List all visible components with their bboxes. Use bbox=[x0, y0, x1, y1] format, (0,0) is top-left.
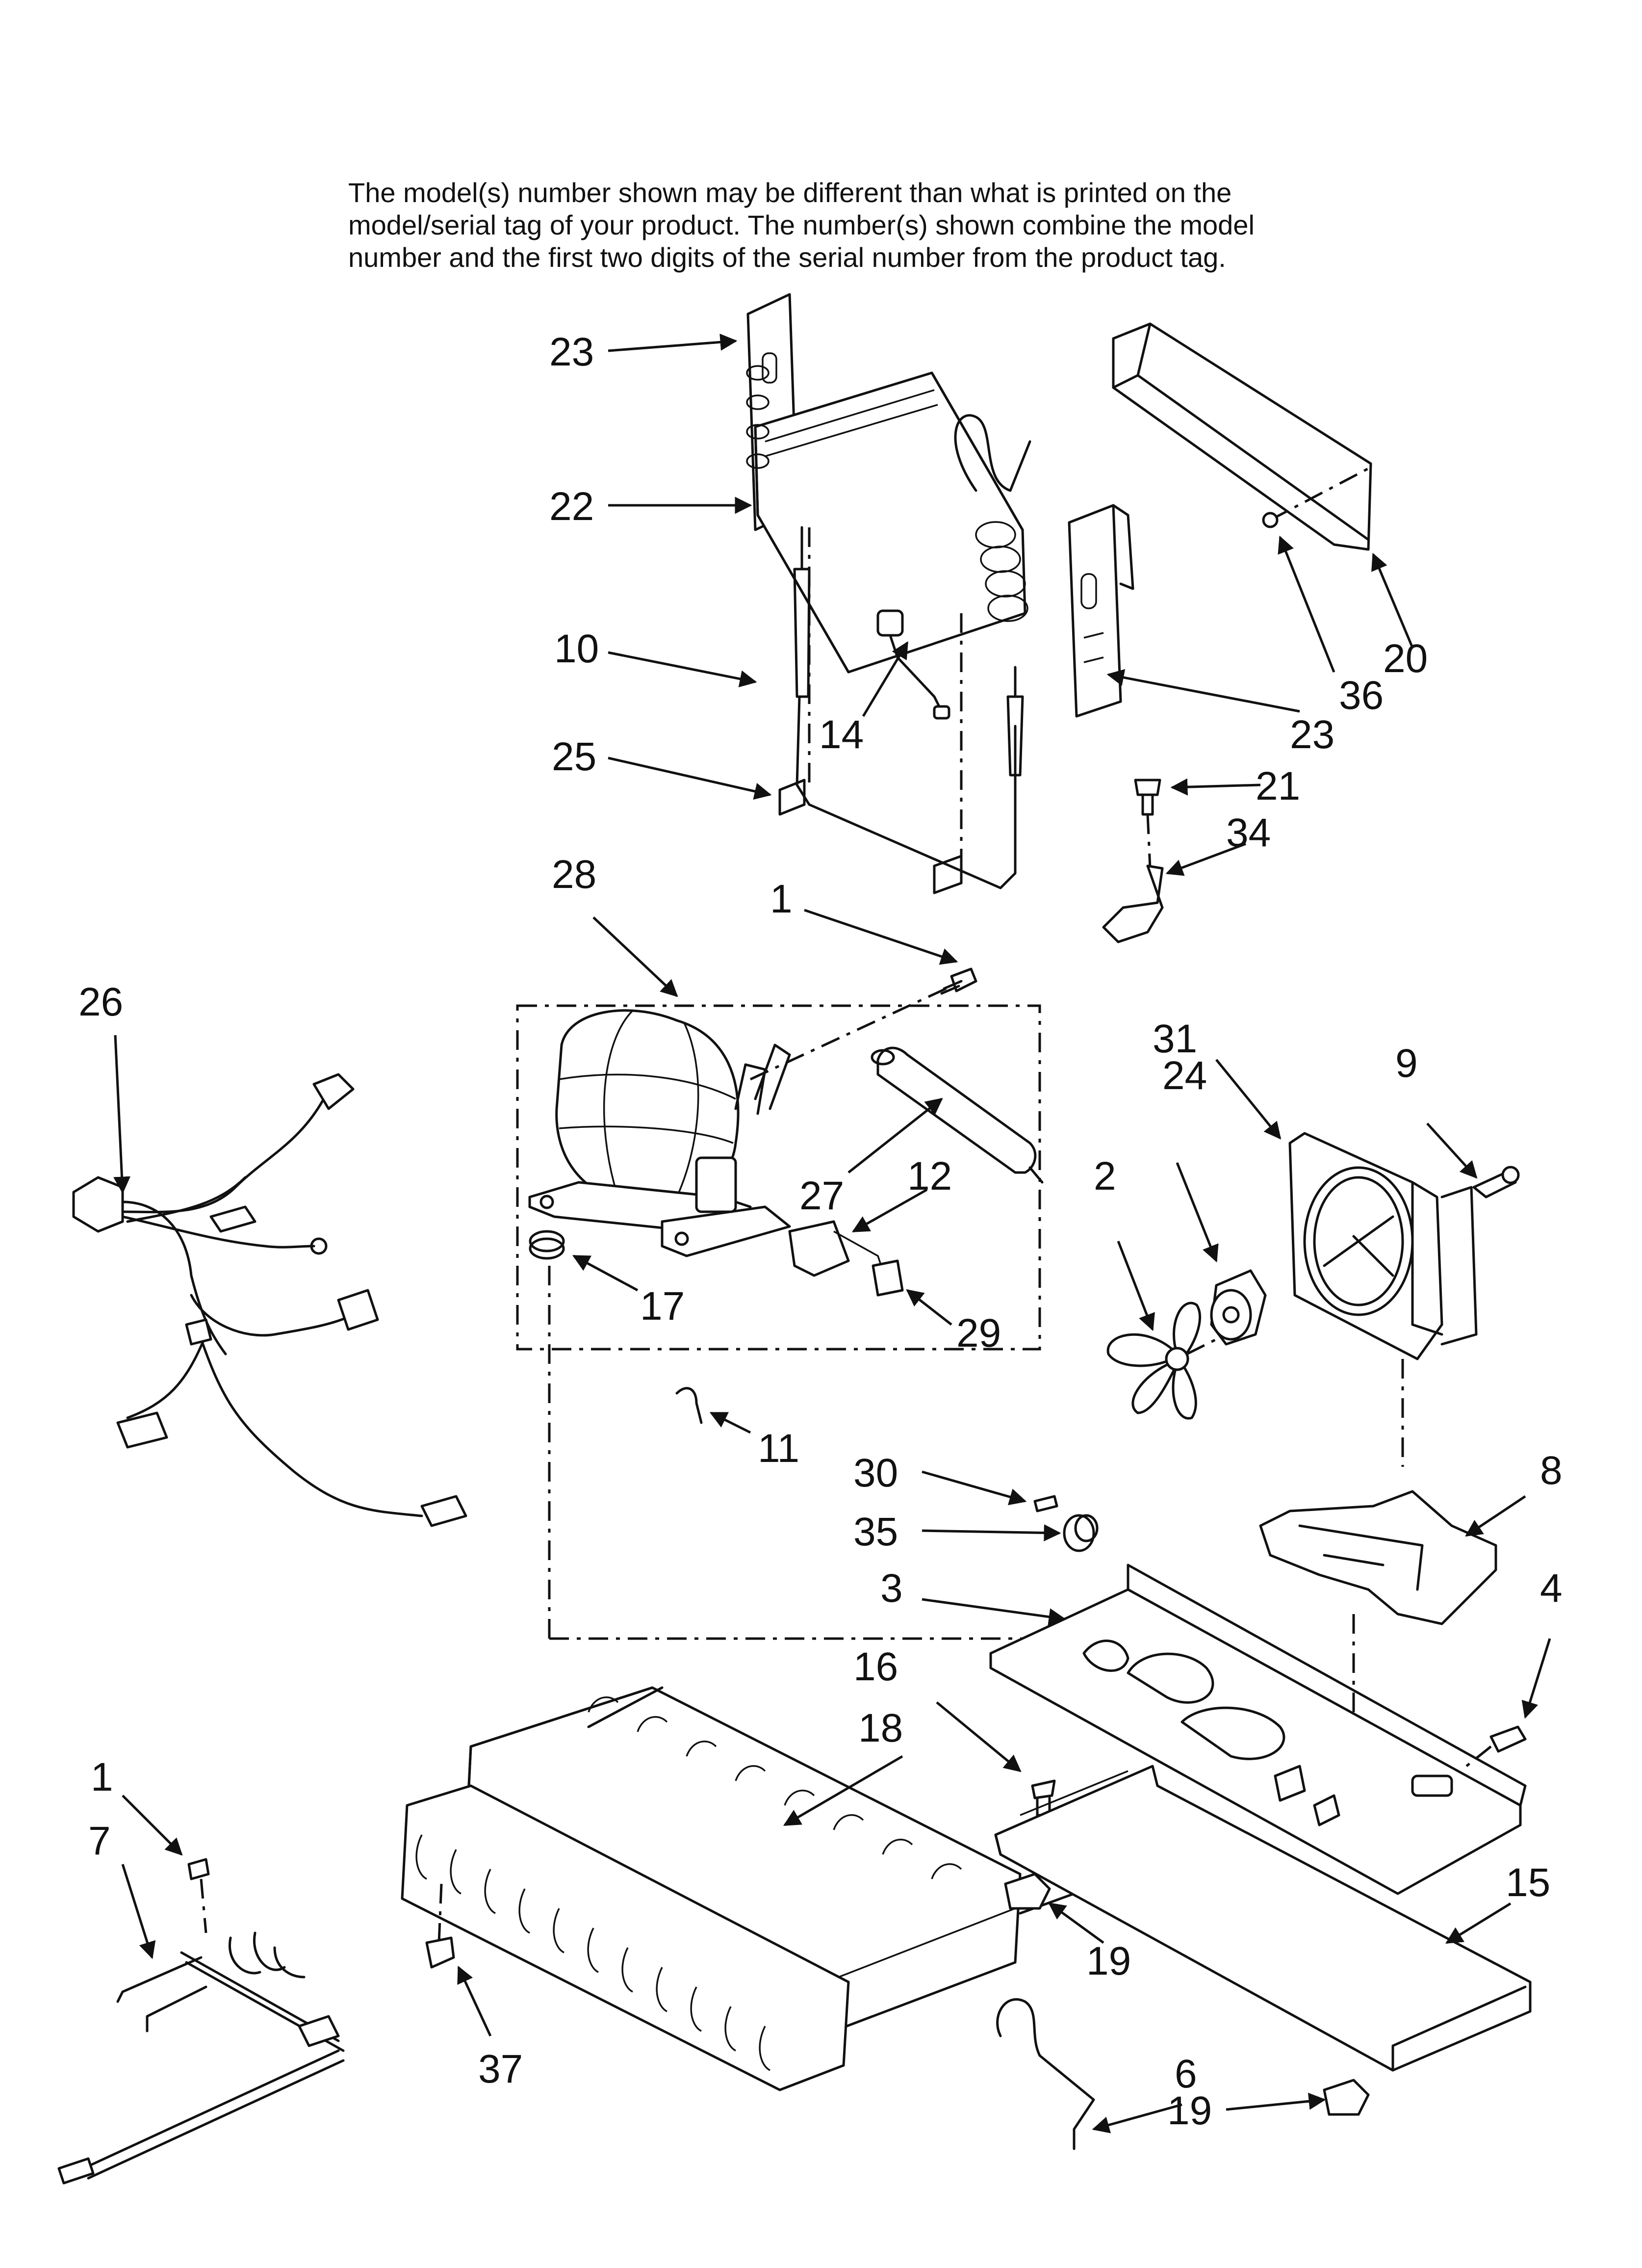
callout-8: 8 bbox=[1540, 1448, 1563, 1493]
foot-right bbox=[1323, 2079, 1370, 2116]
callout-19-lower: 19 bbox=[1167, 2088, 1212, 2133]
base-screw-right bbox=[1465, 1725, 1527, 1767]
compressor-screw bbox=[940, 967, 977, 995]
drain-tube bbox=[996, 1998, 1095, 2150]
callout-36: 36 bbox=[1339, 673, 1384, 718]
drain-plug bbox=[1033, 1495, 1058, 1512]
fan-motor bbox=[1210, 1269, 1267, 1346]
fan-shroud bbox=[1288, 1132, 1478, 1467]
callout-20: 20 bbox=[1383, 636, 1428, 681]
note-line-3: number and the first two digits of the s… bbox=[348, 242, 1226, 273]
evaporator-cover bbox=[1112, 322, 1372, 551]
callout-35: 35 bbox=[853, 1510, 898, 1554]
drain-tube-grommet bbox=[1063, 1514, 1099, 1552]
compressor bbox=[528, 985, 952, 1257]
callout-14: 14 bbox=[819, 712, 864, 757]
callout-10: 10 bbox=[554, 626, 599, 671]
callout-11: 11 bbox=[758, 1426, 799, 1471]
callout-34: 34 bbox=[1226, 810, 1271, 855]
callout-1: 1 bbox=[770, 877, 793, 921]
callout-9: 9 bbox=[1395, 1041, 1418, 1086]
fan-mounting-bracket bbox=[1259, 1490, 1497, 1835]
defrost-heater bbox=[778, 526, 1024, 894]
callout-24: 24 bbox=[1162, 1053, 1207, 1098]
evaporator-bracket-right bbox=[1068, 504, 1134, 718]
compressor-grommet bbox=[529, 1230, 1089, 1640]
shoulder-screw bbox=[1472, 1166, 1520, 1199]
compressor-group-outline bbox=[516, 1004, 1041, 1351]
callout-26: 26 bbox=[78, 980, 123, 1024]
callout-21: 21 bbox=[1256, 764, 1300, 808]
callout-1-lower: 1 bbox=[91, 1755, 113, 1799]
filter-dryer bbox=[871, 1046, 1044, 1184]
callout-labels: 23 22 10 25 14 23 36 20 21 34 28 1 26 27… bbox=[78, 330, 1563, 2133]
drain-pan bbox=[994, 1765, 1532, 2072]
evaporator-assembly bbox=[746, 293, 1031, 674]
callout-2: 2 bbox=[1094, 1154, 1116, 1199]
callout-30: 30 bbox=[853, 1451, 898, 1495]
foot-left bbox=[1004, 1873, 1051, 1910]
power-cord bbox=[57, 1858, 345, 2185]
callout-12: 12 bbox=[907, 1154, 952, 1199]
callout-28: 28 bbox=[552, 852, 596, 897]
callout-37: 37 bbox=[478, 2047, 523, 2091]
callout-23-right: 23 bbox=[1290, 712, 1334, 757]
screw-and-clip bbox=[1102, 779, 1164, 943]
start-relay bbox=[788, 1220, 904, 1297]
callout-18: 18 bbox=[858, 1706, 903, 1750]
callout-25: 25 bbox=[552, 734, 596, 779]
condenser-clip bbox=[425, 1883, 455, 1969]
callout-7: 7 bbox=[88, 1819, 111, 1863]
callout-4: 4 bbox=[1540, 1566, 1563, 1611]
callout-31: 31 bbox=[1153, 1017, 1197, 1061]
callout-15: 15 bbox=[1506, 1860, 1550, 1905]
callout-17: 17 bbox=[640, 1284, 685, 1329]
callout-29: 29 bbox=[956, 1311, 1001, 1356]
condenser-coil bbox=[401, 1686, 1076, 2091]
callout-leaders bbox=[113, 333, 1551, 2134]
wire-clip bbox=[675, 1387, 703, 1424]
fan-blade bbox=[1106, 1302, 1227, 1420]
machine-compartment-base bbox=[989, 1564, 1527, 1895]
callout-19: 19 bbox=[1086, 1939, 1131, 1983]
wire-harness bbox=[72, 1073, 467, 1527]
model-number-note: The model(s) number shown may be differe… bbox=[348, 177, 1329, 274]
base-screw-left bbox=[1031, 1779, 1056, 1817]
callout-22: 22 bbox=[549, 484, 594, 529]
note-line-1: The model(s) number shown may be differe… bbox=[348, 177, 1232, 208]
callout-16: 16 bbox=[853, 1644, 898, 1689]
callout-3: 3 bbox=[880, 1566, 903, 1611]
callout-6: 6 bbox=[1175, 2052, 1197, 2096]
callout-27: 27 bbox=[799, 1173, 844, 1218]
callout-23: 23 bbox=[549, 330, 594, 374]
note-line-2: model/serial tag of your product. The nu… bbox=[348, 209, 1255, 240]
